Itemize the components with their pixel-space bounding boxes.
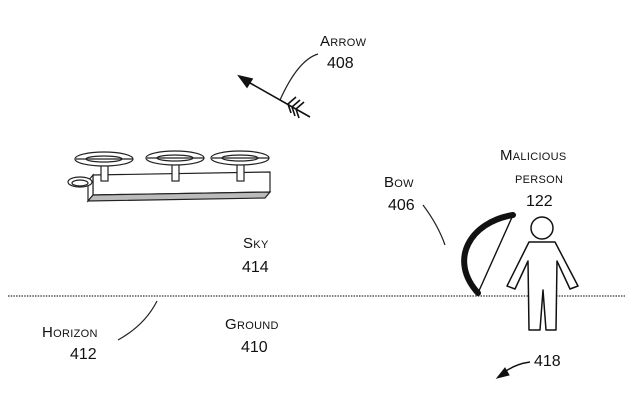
horizon-leader bbox=[117, 300, 158, 341]
figure-ref: 418 bbox=[534, 353, 561, 370]
arrow-leader bbox=[279, 53, 319, 101]
horizon-label: Horizon bbox=[42, 324, 98, 341]
arrow-icon bbox=[237, 74, 311, 119]
bow-leader bbox=[422, 204, 446, 246]
arrow-ref: 408 bbox=[327, 55, 354, 72]
arrow-label: Arrow bbox=[320, 33, 367, 50]
malicious-label-line1: Malicious bbox=[500, 147, 567, 164]
bow-icon bbox=[461, 212, 516, 296]
sky-label: Sky bbox=[243, 235, 269, 252]
ground-label: Ground bbox=[225, 316, 279, 333]
sky-ref: 414 bbox=[242, 259, 269, 276]
bow-ref: 406 bbox=[388, 197, 415, 214]
malicious-ref: 122 bbox=[526, 193, 553, 210]
malicious-label-line2: person bbox=[515, 170, 564, 187]
drone-icon bbox=[67, 150, 272, 203]
person-icon bbox=[506, 216, 579, 331]
bow-label: Bow bbox=[384, 174, 414, 191]
figure-ref-arrow bbox=[495, 361, 531, 379]
horizon-ref: 412 bbox=[70, 346, 97, 363]
ground-ref: 410 bbox=[241, 339, 268, 356]
